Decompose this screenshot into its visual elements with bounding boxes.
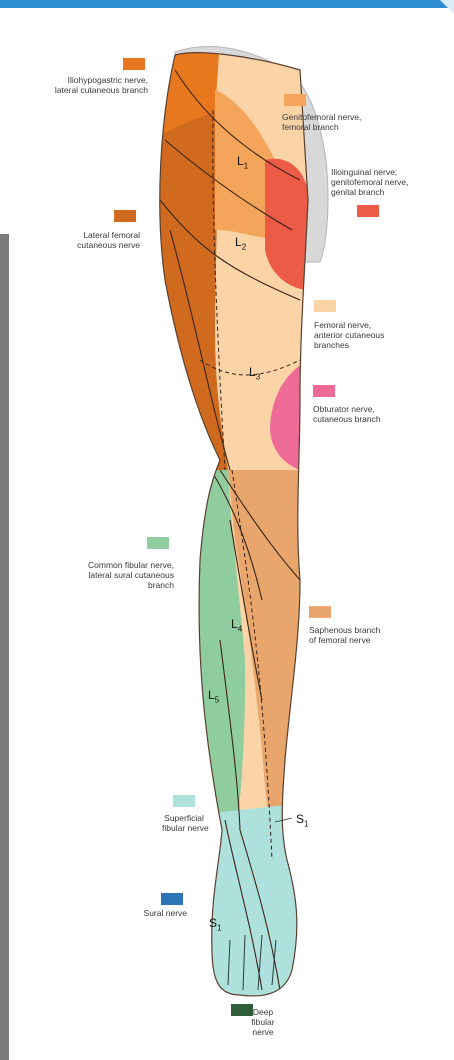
lateral-femoral-swatch	[114, 210, 136, 222]
segment-letter: S	[209, 916, 217, 930]
label-line: branches	[314, 340, 384, 350]
segment-letter: L	[208, 688, 215, 702]
label-line: Obturator nerve,	[313, 404, 381, 414]
label-line: cutaneous nerve	[77, 240, 140, 250]
label-line: branch	[88, 580, 174, 590]
segment-letter: L	[235, 235, 242, 249]
segment-l5: L5	[208, 688, 219, 704]
segment-letter: L	[231, 617, 238, 631]
segment-letter: S	[296, 812, 304, 826]
saphenous-swatch	[309, 606, 331, 618]
label-line: Genitofemoral nerve,	[282, 112, 361, 122]
deep-fibular-label: Deep fibular nerve	[250, 1007, 276, 1037]
superficial-fibular-swatch	[173, 795, 195, 807]
obturator-label: Obturator nerve, cutaneous branch	[313, 404, 381, 424]
label-line: of femoral nerve	[309, 635, 380, 645]
femoral-swatch	[314, 300, 336, 312]
segment-l2: L2	[235, 235, 246, 251]
segment-letter: L	[249, 365, 256, 379]
genitofemoral-label: Genitofemoral nerve, femoral branch	[282, 112, 361, 132]
segment-l1: L1	[237, 154, 248, 170]
segment-number: 1	[244, 161, 248, 170]
saphenous-label: Saphenous branch of femoral nerve	[309, 625, 380, 645]
segment-s1-ankle: S1	[296, 812, 308, 828]
common-fibular-label: Common fibular nerve, lateral sural cuta…	[88, 560, 174, 590]
label-line: Iliohypogastric nerve,	[55, 75, 148, 85]
label-line: fibular nerve	[162, 823, 206, 833]
superficial-fibular-label: Superficial fibular nerve	[162, 813, 206, 833]
label-line: nerve	[250, 1027, 276, 1037]
label-line: genital branch	[331, 187, 409, 197]
label-line: Sural nerve	[144, 908, 187, 918]
label-line: lateral cutaneous branch	[55, 85, 148, 95]
obturator-swatch	[313, 385, 335, 397]
iliohypogastric-label: Iliohypogastric nerve, lateral cutaneous…	[55, 75, 148, 95]
sural-label: Sural nerve	[144, 908, 187, 918]
label-line: Deep	[250, 1007, 276, 1017]
segment-l3: L3	[249, 365, 260, 381]
segment-number: 2	[242, 242, 246, 251]
label-line: anterior cutaneous	[314, 330, 384, 340]
label-line: Lateral femoral	[77, 230, 140, 240]
genitofemoral-swatch	[284, 94, 306, 106]
common-fibular-swatch	[147, 537, 169, 549]
label-line: Superficial	[162, 813, 206, 823]
segment-s1-foot: S1	[209, 916, 221, 932]
segment-number: 1	[217, 923, 221, 932]
label-line: genitofemoral nerve,	[331, 177, 409, 187]
label-line: Ilioinguinal nerve;	[331, 167, 409, 177]
label-line: Saphenous branch	[309, 625, 380, 635]
segment-l4: L4	[231, 617, 242, 633]
lateral-femoral-label: Lateral femoral cutaneous nerve	[77, 230, 140, 250]
label-line: fibular	[250, 1017, 276, 1027]
label-line: Common fibular nerve,	[88, 560, 174, 570]
ilioinguinal-label: Ilioinguinal nerve; genitofemoral nerve,…	[331, 167, 409, 197]
ilioinguinal-swatch	[357, 205, 379, 217]
segment-letter: L	[237, 154, 244, 168]
label-line: cutaneous branch	[313, 414, 381, 424]
label-line: Femoral nerve,	[314, 320, 384, 330]
segment-number: 5	[215, 695, 219, 704]
femoral-label: Femoral nerve, anterior cutaneous branch…	[314, 320, 384, 350]
segment-number: 3	[256, 372, 260, 381]
sural-swatch	[161, 893, 183, 905]
segment-number: 4	[238, 624, 242, 633]
iliohypogastric-swatch	[123, 58, 145, 70]
label-line: lateral sural cutaneous	[88, 570, 174, 580]
segment-number: 1	[304, 819, 308, 828]
label-line: femoral branch	[282, 122, 361, 132]
